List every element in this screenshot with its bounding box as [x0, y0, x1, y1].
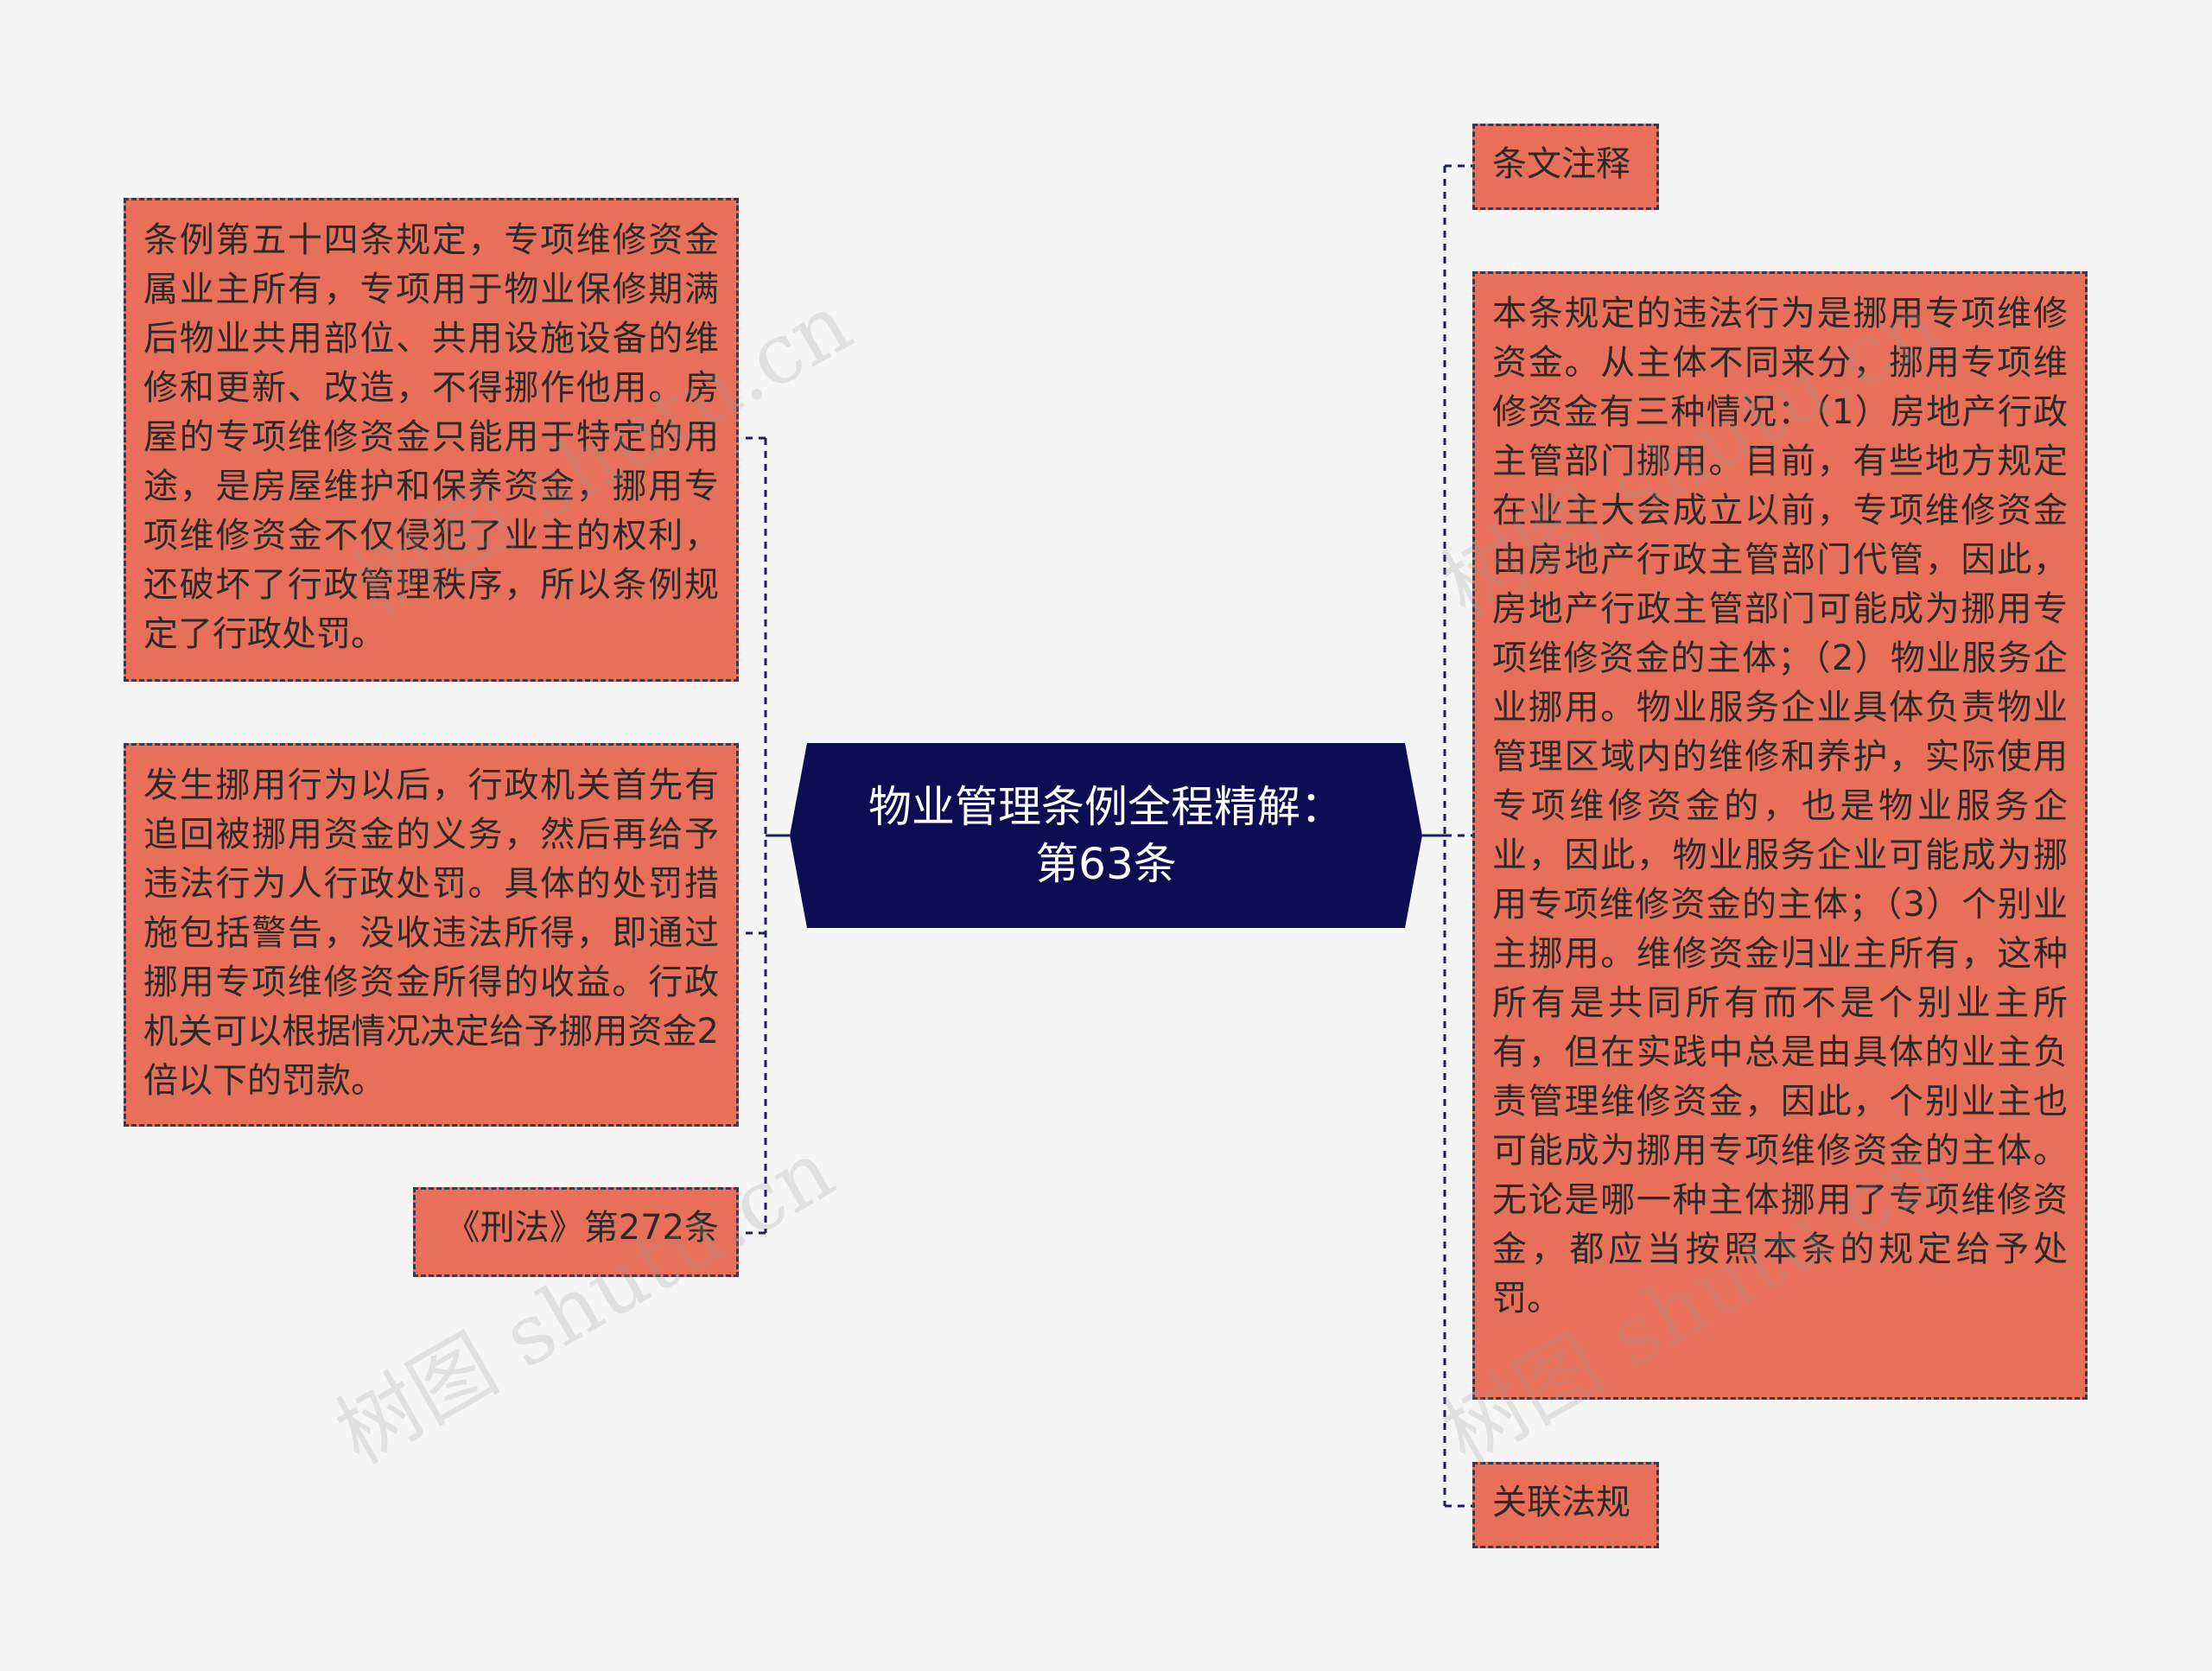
central-topic-title: 物业管理条例全程精解： 第63条	[790, 743, 1422, 928]
left-node-criminal-law-text: 《刑法》第272条	[445, 1208, 719, 1248]
left-node-regulation-text: 条例第五十四条规定，专项维修资金属业主所有，专项用于物业保修期满后物业共用部位、…	[143, 220, 719, 654]
central-title-line2: 第63条	[1035, 839, 1177, 889]
right-node-annotation-text: 本条规定的违法行为是挪用专项维修资金。从主体不同来分，挪用专项维修资金有三种情况…	[1492, 294, 2068, 1318]
right-node-annotation[interactable]: 本条规定的违法行为是挪用专项维修资金。从主体不同来分，挪用专项维修资金有三种情况…	[1472, 271, 2088, 1400]
right-node-related-laws-text: 关联法规	[1492, 1483, 1630, 1522]
right-node-annotation-label-text: 条文注释	[1492, 144, 1630, 184]
central-topic[interactable]: 物业管理条例全程精解： 第63条	[790, 743, 1422, 928]
left-node-penalty[interactable]: 发生挪用行为以后，行政机关首先有追回被挪用资金的义务，然后再给予违法行为人行政处…	[124, 743, 739, 1127]
central-topic-shape	[790, 743, 1422, 928]
right-node-annotation-label[interactable]: 条文注释	[1472, 124, 1659, 210]
right-node-related-laws[interactable]: 关联法规	[1472, 1462, 1659, 1548]
left-node-regulation[interactable]: 条例第五十四条规定，专项维修资金属业主所有，专项用于物业保修期满后物业共用部位、…	[124, 198, 739, 682]
left-node-criminal-law[interactable]: 《刑法》第272条	[413, 1187, 739, 1277]
central-title-line1: 物业管理条例全程精解：	[868, 782, 1344, 832]
left-node-penalty-text: 发生挪用行为以后，行政机关首先有追回被挪用资金的义务，然后再给予违法行为人行政处…	[143, 766, 719, 1101]
